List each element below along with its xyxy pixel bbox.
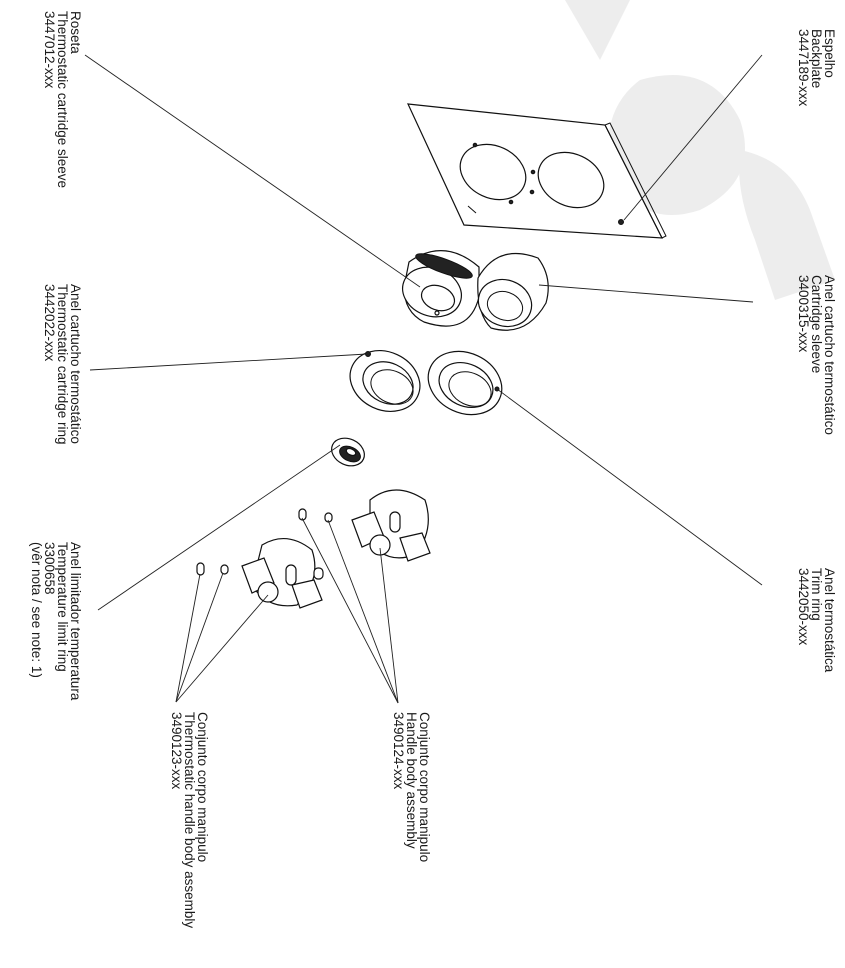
label-trim-ring: Anel termostática Trim ring 3442050-xxx	[796, 568, 837, 673]
label-temp-limit-pt: Anel limitador temperatura	[68, 542, 83, 701]
label-cartridge-sleeve: Anel cartucho termostático Cartridge sle…	[796, 275, 837, 435]
label-handle-body: Conjunto corpo manipulo Handle body asse…	[391, 712, 432, 863]
label-cartridge-ring-en: Thermostatic cartridge ring	[55, 284, 70, 445]
label-handle-body-en: Handle body assembly	[404, 712, 419, 849]
label-trim-ring-code: 3442050-xxx	[796, 568, 811, 646]
roseta-part	[402, 250, 480, 327]
label-backplate-code: 3447189-xxx	[796, 29, 811, 107]
label-cartridge-ring-pt: Anel cartucho termostático	[68, 284, 83, 444]
handle-body-part	[298, 489, 431, 562]
label-temp-limit-note: (vêr nota / see note: 1)	[29, 542, 44, 678]
label-roseta: Roseta Thermostatic cartridge sleeve 344…	[42, 11, 83, 189]
label-cartridge-ring: Anel cartucho termostático Thermostatic …	[42, 284, 83, 445]
trim-ring-part	[427, 350, 503, 416]
leader-lines	[84, 54, 763, 704]
label-roseta-pt: Roseta	[68, 11, 83, 54]
label-temp-limit: Anel limitador temperatura Temperature l…	[29, 542, 83, 701]
label-handle-body-pt: Conjunto corpo manipulo	[417, 712, 432, 863]
label-roseta-en: Thermostatic cartridge sleeve	[55, 11, 70, 189]
label-backplate-en: Backplate	[809, 29, 824, 89]
label-thermo-handle-en: Thermostatic handle body assembly	[182, 712, 197, 929]
watermark	[565, 0, 835, 300]
label-cartridge-sleeve-pt: Anel cartucho termostático	[822, 275, 837, 435]
temp-limit-ring-part	[331, 437, 365, 467]
label-thermo-handle: Conjunto corpo manipulo Thermostatic han…	[169, 712, 210, 929]
thermo-handle-part	[196, 538, 324, 609]
label-backplate: Espelho Backplate 3447189-xxx	[796, 29, 837, 107]
cartridge-sleeve-part	[477, 252, 549, 331]
backplate-part	[407, 103, 667, 239]
label-backplate-pt: Espelho	[822, 29, 837, 78]
label-thermo-handle-pt: Conjunto corpo manipulo	[195, 712, 210, 863]
cartridge-ring-part	[349, 350, 421, 412]
label-trim-ring-pt: Anel termostática	[822, 568, 837, 673]
